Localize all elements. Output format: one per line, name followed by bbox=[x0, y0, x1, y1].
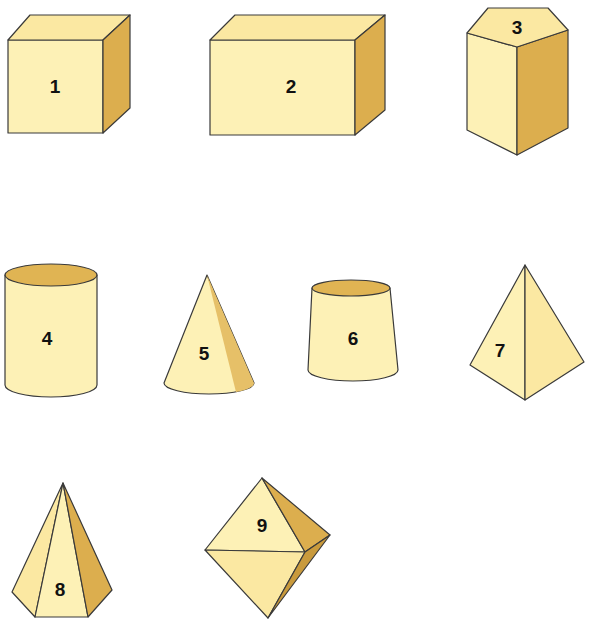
cone bbox=[164, 275, 254, 394]
callout-number: 5 bbox=[199, 344, 210, 363]
pentagonal-pyramid bbox=[12, 483, 112, 617]
callout-number: 3 bbox=[512, 18, 523, 37]
frustum bbox=[308, 280, 398, 381]
callout-number: 7 bbox=[495, 341, 506, 360]
callout-number: 8 bbox=[55, 580, 66, 599]
callout-number: 4 bbox=[42, 329, 53, 348]
callout-number: 9 bbox=[257, 516, 268, 535]
cuboid bbox=[210, 15, 385, 135]
callout-number: 6 bbox=[348, 329, 359, 348]
cylinder bbox=[5, 264, 97, 397]
triangular-pyramid bbox=[470, 265, 584, 400]
pentagonal-prism bbox=[467, 8, 568, 155]
cube bbox=[8, 15, 130, 133]
callout-number: 2 bbox=[286, 77, 297, 96]
callout-number: 1 bbox=[50, 77, 61, 96]
octahedron bbox=[205, 478, 330, 618]
